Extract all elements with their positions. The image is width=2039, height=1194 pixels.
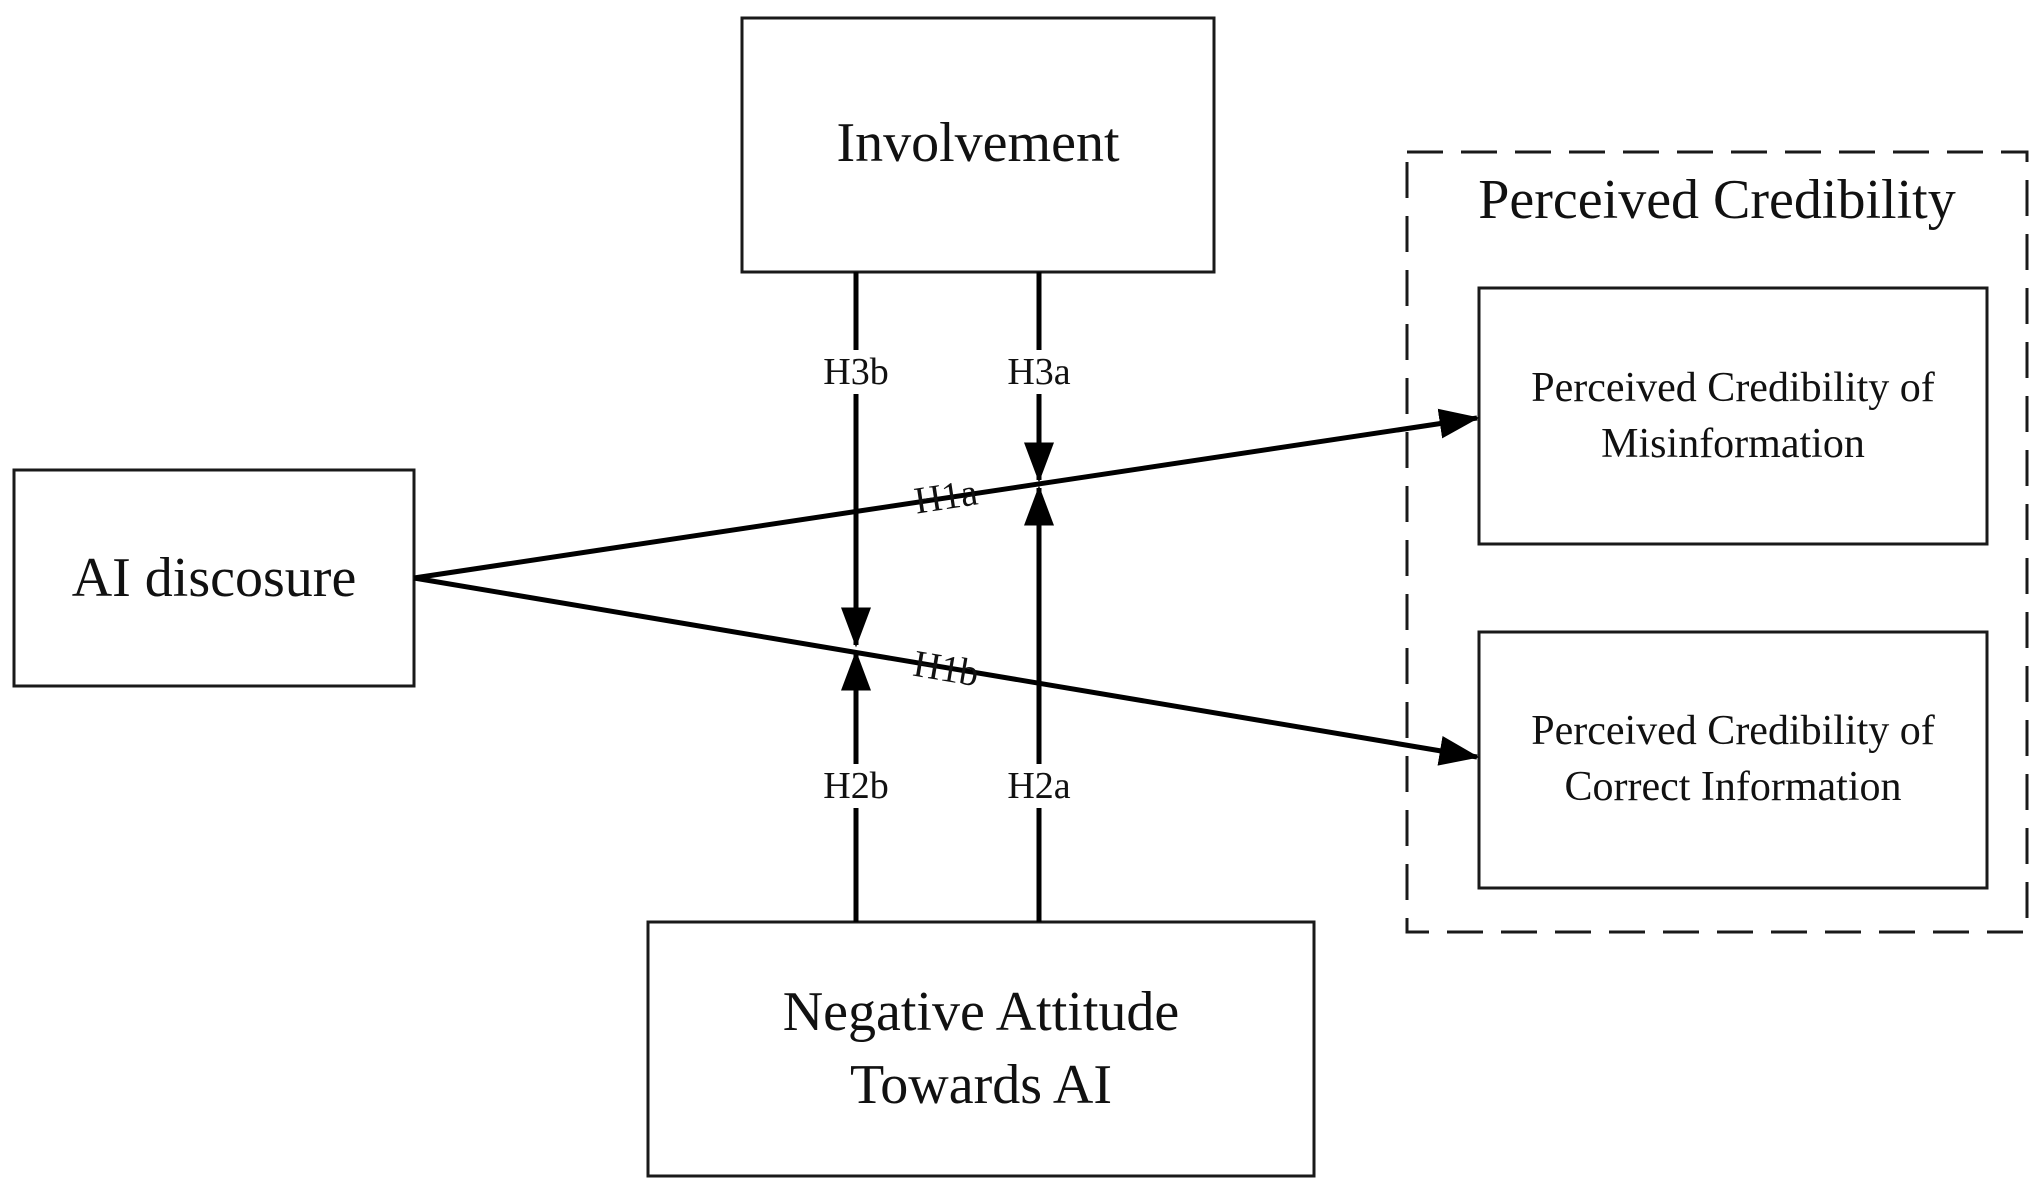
h2b-label: H2b [823,765,888,807]
h1a-arrow [413,408,1480,581]
negative-attitude-box [646,920,1316,1178]
credibility-misinformation-label-line2: Misinformation [1601,421,1865,467]
ai-disclosure-node: AI discosure [12,468,416,688]
perceived-credibility-group: Perceived Credibility [1405,150,2029,934]
involvement-box [740,16,1216,274]
h1a-label: H1a [912,471,981,522]
credibility-correct-node: Perceived Credibility of Correct Informa… [1477,630,1989,890]
credibility-correct-box [1477,630,1989,890]
negative-attitude-label-line2: Towards AI [850,1054,1112,1116]
involvement-label: Involvement [836,112,1119,174]
h3a-label: H3a [1007,351,1070,393]
perceived-credibility-group-border [1405,150,2029,934]
ai-disclosure-label: AI discosure [72,547,357,609]
h2a-label: H2a [1007,765,1070,807]
h3b-label: H3b [823,351,888,393]
credibility-correct-label-line1: Perceived Credibility of [1531,708,1935,754]
perceived-credibility-group-title: Perceived Credibility [1478,169,1955,231]
negative-attitude-label-line1: Negative Attitude [783,981,1180,1043]
credibility-misinformation-box [1477,286,1989,546]
ai-disclosure-box [12,468,416,688]
involvement-node: Involvement [740,16,1216,274]
credibility-correct-label-line2: Correct Information [1564,764,1901,810]
credibility-misinformation-node: Perceived Credibility of Misinformation [1477,286,1989,546]
h1b-label: H1b [910,643,981,695]
credibility-misinformation-label-line1: Perceived Credibility of [1531,365,1935,411]
negative-attitude-node: Negative Attitude Towards AI [646,920,1316,1178]
h1b-arrow [413,575,1480,766]
